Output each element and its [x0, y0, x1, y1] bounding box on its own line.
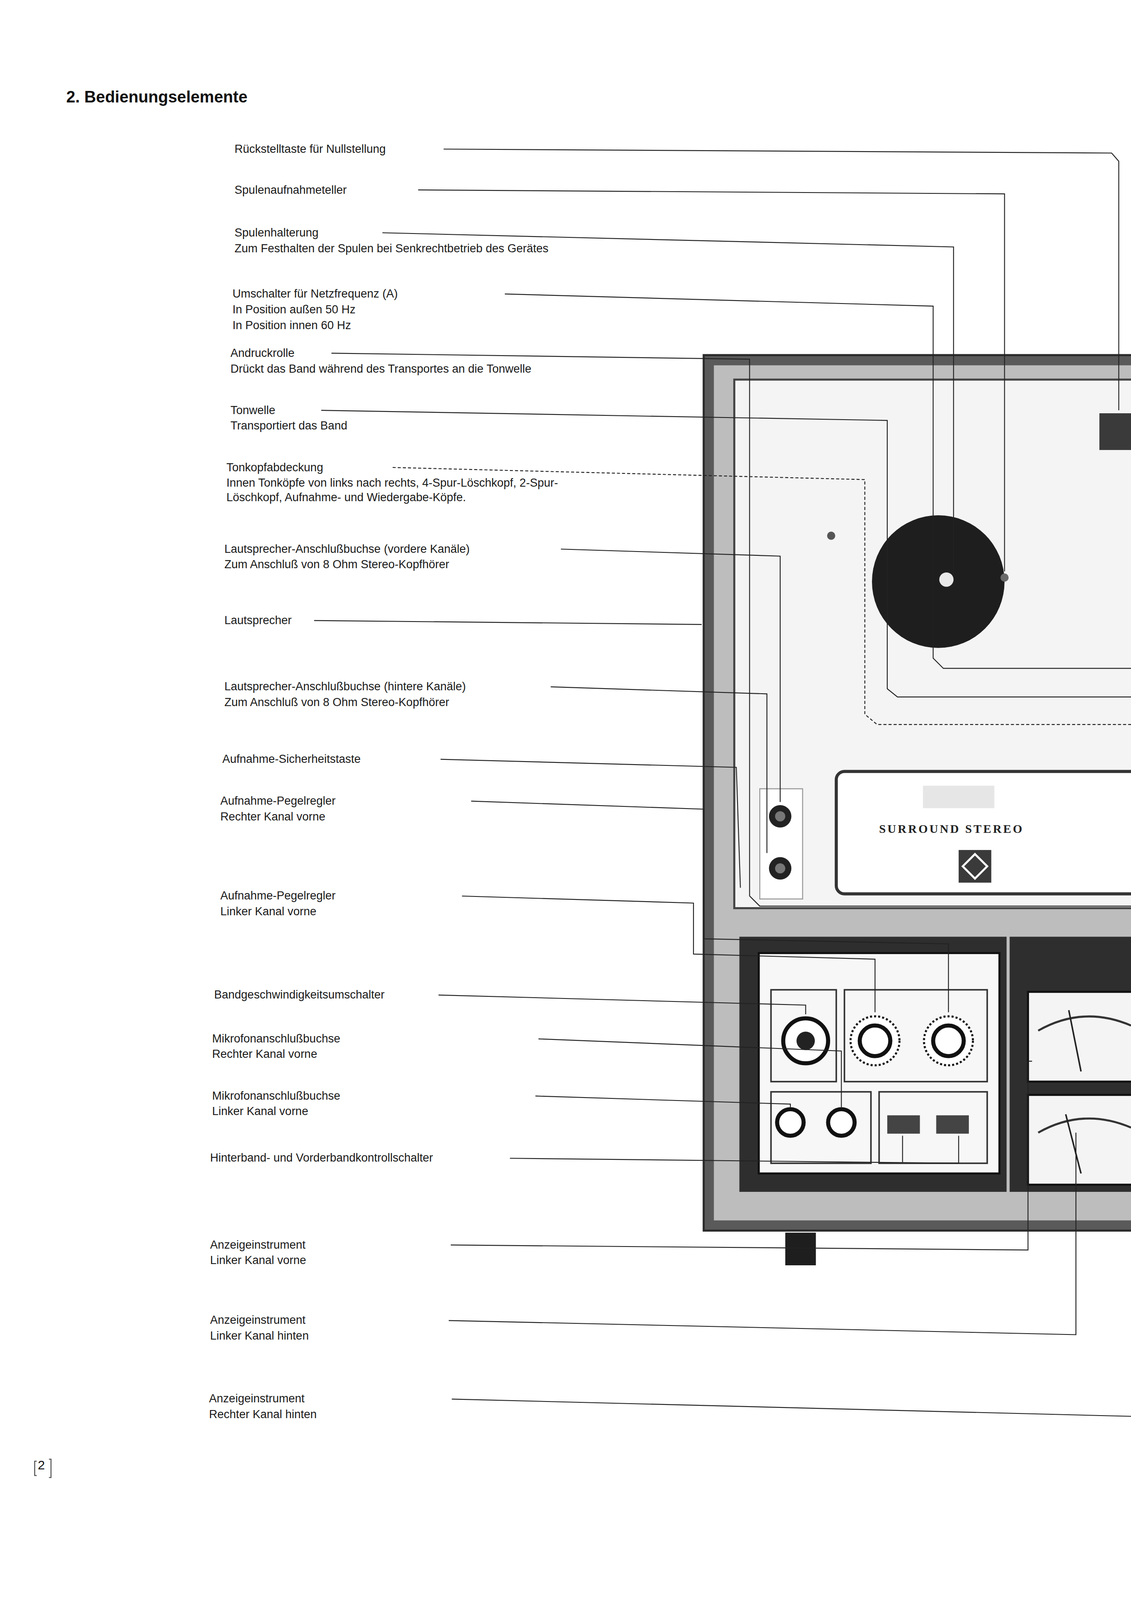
- callout-label: Mikrofonanschlußbuchse: [212, 1088, 341, 1103]
- callout-label: Hinterband- und Vorderbandkontrollschalt…: [209, 1150, 433, 1165]
- housing-foot: [785, 1232, 817, 1265]
- leader-line: [550, 686, 767, 853]
- callout-label: Rechter Kanal vorne: [212, 1046, 318, 1062]
- leader-line: [448, 1132, 1076, 1335]
- callout-label: Lautsprecher-Anschlußbuchse (hintere Kan…: [224, 679, 467, 694]
- callout-label: Linker Kanal hinten: [209, 1328, 309, 1343]
- panel-box: [770, 1091, 871, 1164]
- callout-label: Spulenaufnahmeteller: [234, 182, 347, 198]
- reel-table: [871, 515, 1005, 648]
- callout-label: Linker Kanal vorne: [220, 903, 317, 919]
- monitor-button: [887, 1115, 920, 1134]
- callout-label: Linker Kanal vorne: [212, 1103, 309, 1119]
- callout-label: In Position außen 50 Hz: [232, 302, 356, 317]
- level-knob: [932, 1025, 964, 1056]
- reset-button: [1099, 413, 1131, 450]
- monitor-button: [936, 1115, 969, 1134]
- page-bracket: [49, 1458, 52, 1478]
- callout-label: Lautsprecher-Anschlußbuchse (vordere Kan…: [224, 541, 470, 557]
- callout-label: Linker Kanal vorne: [209, 1252, 307, 1268]
- callout-label: Spulenhalterung: [234, 225, 319, 240]
- callout-label: Rückstelltaste für Nullstellung: [234, 141, 386, 157]
- mic-jack: [777, 1108, 804, 1136]
- level-knob: [859, 1025, 891, 1056]
- surround-logo: [962, 854, 988, 879]
- callout-label: Bandgeschwindigkeitsumschalter: [214, 987, 385, 1002]
- level-knob: [924, 1016, 974, 1066]
- callout-label: Lautsprecher: [224, 612, 292, 628]
- level-meter: [1028, 1094, 1131, 1185]
- leader-line: [560, 548, 781, 802]
- speed-knob: [796, 1031, 815, 1050]
- panel-box: [879, 1091, 988, 1164]
- phones-plate: [759, 788, 803, 899]
- callout-label: Anzeigeinstrument: [209, 1237, 306, 1252]
- callout-label: Anzeigeinstrument: [209, 1390, 305, 1406]
- callout-label: Mikrofonanschlußbuchse: [212, 1031, 341, 1046]
- leader-line: [443, 148, 1119, 411]
- callout-label: In Position innen 60 Hz: [232, 317, 352, 333]
- leader-line: [331, 352, 1131, 906]
- meter-needle: [1065, 1113, 1082, 1174]
- callout-label: Innen Tonköpfe von links nach rechts, 4-…: [226, 475, 581, 505]
- reel-hub: [939, 572, 954, 587]
- leader-line: [451, 1398, 1131, 1416]
- phones-jack: [775, 862, 786, 874]
- phones-jack: [769, 804, 792, 828]
- callout-label: Zum Anschluß von 8 Ohm Stereo-Kopfhörer: [224, 556, 450, 572]
- leader-line: [461, 895, 875, 1012]
- meter-scale: [1038, 1016, 1131, 1031]
- callout-label: Zum Anschluß von 8 Ohm Stereo-Kopfhörer: [224, 694, 450, 710]
- section-title: 2. Bedienungselemente: [66, 87, 248, 107]
- leader-line: [535, 1095, 791, 1107]
- callout-label: Transportiert das Band: [230, 418, 348, 433]
- screw: [827, 531, 836, 540]
- surround-logo: [958, 849, 992, 883]
- meter-scale: [1038, 1118, 1131, 1133]
- callout-label: Andruckrolle: [230, 345, 295, 361]
- brand-text: SURROUND STEREO: [879, 822, 1024, 836]
- phones-jack: [775, 810, 786, 822]
- level-meter: [1028, 991, 1131, 1082]
- leader-line: [438, 994, 806, 1015]
- head-cover: [836, 771, 1131, 894]
- callout-label: Drückt das Band während des Transportes …: [230, 361, 532, 377]
- callout-label: Zum Festhalten der Spulen bei Senkrechtb…: [234, 241, 549, 256]
- callout-label: Aufnahme-Pegelregler: [220, 793, 336, 808]
- brand-logo: [923, 785, 995, 809]
- callout-label: Rechter Kanal hinten: [209, 1406, 317, 1422]
- reel-holder: [1000, 573, 1009, 582]
- callout-label: Tonkopfabdeckung: [226, 460, 324, 475]
- callout-label: Tonwelle: [230, 402, 276, 418]
- leader-line: [450, 1061, 1032, 1250]
- leader-line: [538, 1038, 842, 1108]
- leader-line: [392, 467, 1131, 725]
- panel-box: [844, 989, 988, 1082]
- callout-label: Aufnahme-Pegelregler: [220, 888, 336, 903]
- mic-jack: [827, 1108, 855, 1136]
- panel-box: [770, 989, 837, 1082]
- control-panel: [739, 936, 1007, 1192]
- callout-label: Rechter Kanal vorne: [220, 809, 326, 824]
- control-plate: [758, 953, 1000, 1174]
- meter-needle: [1068, 1009, 1082, 1071]
- leader-line: [504, 294, 1131, 669]
- leader-line: [382, 232, 954, 575]
- leader-line: [314, 620, 702, 625]
- page-number: 2: [37, 1457, 45, 1473]
- callout-label: Umschalter für Netzfrequenz (A): [232, 286, 398, 301]
- leader-line: [902, 1135, 904, 1162]
- level-knob: [850, 1016, 900, 1066]
- callout-label: Anzeigeinstrument: [209, 1312, 306, 1327]
- leader-line: [510, 1135, 959, 1164]
- leader-line: [471, 801, 949, 1013]
- callout-label: Aufnahme-Sicherheitstaste: [222, 751, 361, 767]
- leader-line: [440, 759, 741, 888]
- phones-jack: [769, 856, 792, 880]
- speed-knob: [783, 1018, 828, 1064]
- page-bracket: [34, 1460, 37, 1475]
